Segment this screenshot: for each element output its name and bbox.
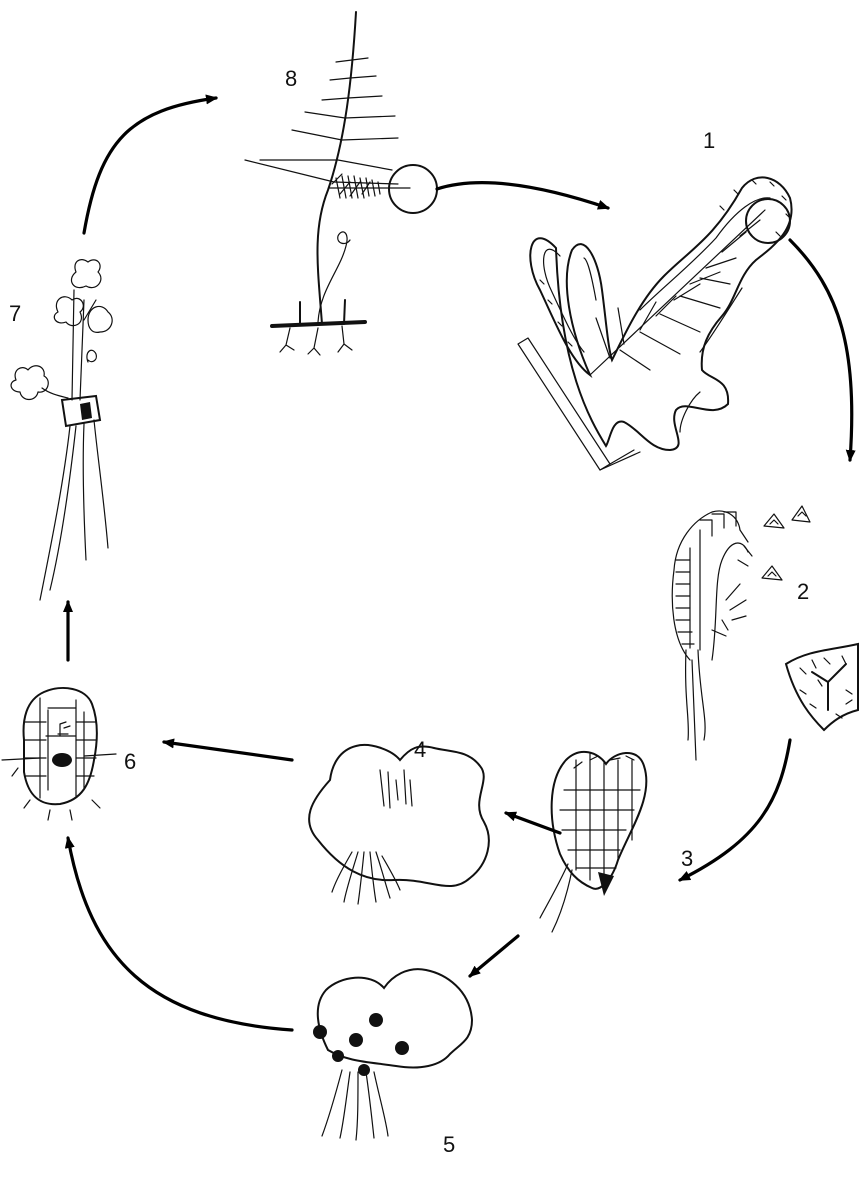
stage-label-1: 1	[703, 128, 715, 153]
arrow-2-to-3	[680, 740, 790, 880]
pinna-with-sori	[518, 177, 792, 470]
young-sporophyte	[11, 260, 112, 600]
young-prothallus	[540, 752, 646, 932]
arrow-1-to-2	[790, 240, 852, 460]
sporangium-and-spores	[672, 506, 858, 760]
stage-label-5: 5	[443, 1132, 455, 1157]
prothallus-with-archegonia	[313, 969, 472, 1140]
cycle-arrows	[68, 98, 852, 1030]
arrow-7-to-8	[84, 98, 216, 233]
stage-label-3: 3	[681, 846, 693, 871]
mature-fern-sporophyte	[245, 12, 437, 355]
prothallus-with-antheridia	[309, 745, 489, 904]
arrow-5-to-6	[68, 838, 292, 1030]
stage-label-2: 2	[797, 579, 809, 604]
stage-label-8: 8	[285, 66, 297, 91]
archegonium-with-zygote	[2, 688, 116, 820]
stage-label-6: 6	[124, 749, 136, 774]
arrow-3-to-5	[470, 936, 518, 976]
arrow-4-to-6	[164, 742, 292, 760]
arrow-8-to-1	[437, 183, 608, 208]
stage-label-4: 4	[414, 737, 426, 762]
stage-label-7: 7	[9, 301, 21, 326]
